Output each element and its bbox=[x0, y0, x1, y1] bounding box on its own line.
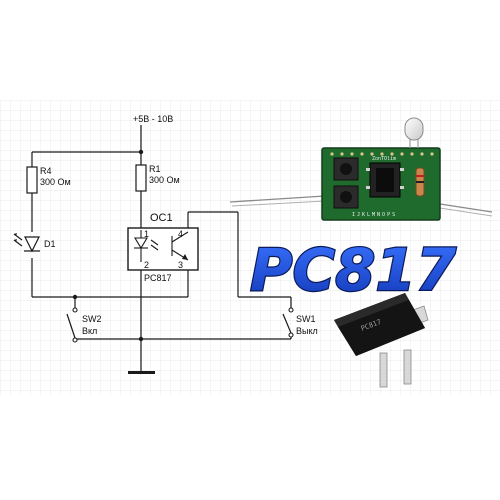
d1-label: D1 bbox=[44, 239, 56, 249]
pcb-led bbox=[404, 117, 424, 141]
resistor-r4: R4 300 Ом bbox=[26, 166, 71, 194]
sw2-label: Вкл bbox=[82, 326, 97, 336]
optocoupler-oc1: OC1 1 2 3 4 PC817 bbox=[127, 212, 199, 283]
pin-1-label: 1 bbox=[144, 229, 149, 239]
oc1-ref: OC1 bbox=[150, 212, 173, 224]
pcb-silkscreen-text: IJKLMNOPS bbox=[352, 212, 397, 218]
switch-sw1: SW1 Выкл bbox=[282, 307, 318, 338]
oc1-part: PC817 bbox=[144, 273, 172, 283]
r1-value: 300 Ом bbox=[149, 175, 180, 185]
sw1-ref: SW1 bbox=[296, 314, 316, 324]
pc817-chip: PC817 bbox=[334, 293, 429, 388]
r4-value: 300 Ом bbox=[40, 177, 71, 187]
sw2-ref: SW2 bbox=[82, 314, 102, 324]
pin-4-label: 4 bbox=[178, 229, 183, 239]
led-d1: D1 bbox=[13, 233, 56, 253]
switch-sw2: SW2 Вкл bbox=[66, 307, 102, 343]
pin-2-label: 2 bbox=[144, 260, 149, 270]
r4-ref: R4 bbox=[40, 166, 52, 176]
pin-3-label: 3 bbox=[178, 260, 183, 270]
pcb-module: ZonTOlim IJKLMNOPS bbox=[229, 117, 493, 221]
sw1-label: Выкл bbox=[296, 326, 318, 336]
r1-ref: R1 bbox=[149, 164, 161, 174]
resistor-r1: R1 300 Ом bbox=[135, 164, 180, 192]
junctions bbox=[72, 149, 144, 342]
supply-label: +5В - 10В bbox=[133, 114, 173, 124]
ground-symbol bbox=[128, 371, 155, 374]
title-text: PC817 bbox=[250, 236, 457, 304]
pcb-brand-text: ZonTOlim bbox=[372, 156, 396, 162]
schematic-wires bbox=[31, 125, 292, 372]
